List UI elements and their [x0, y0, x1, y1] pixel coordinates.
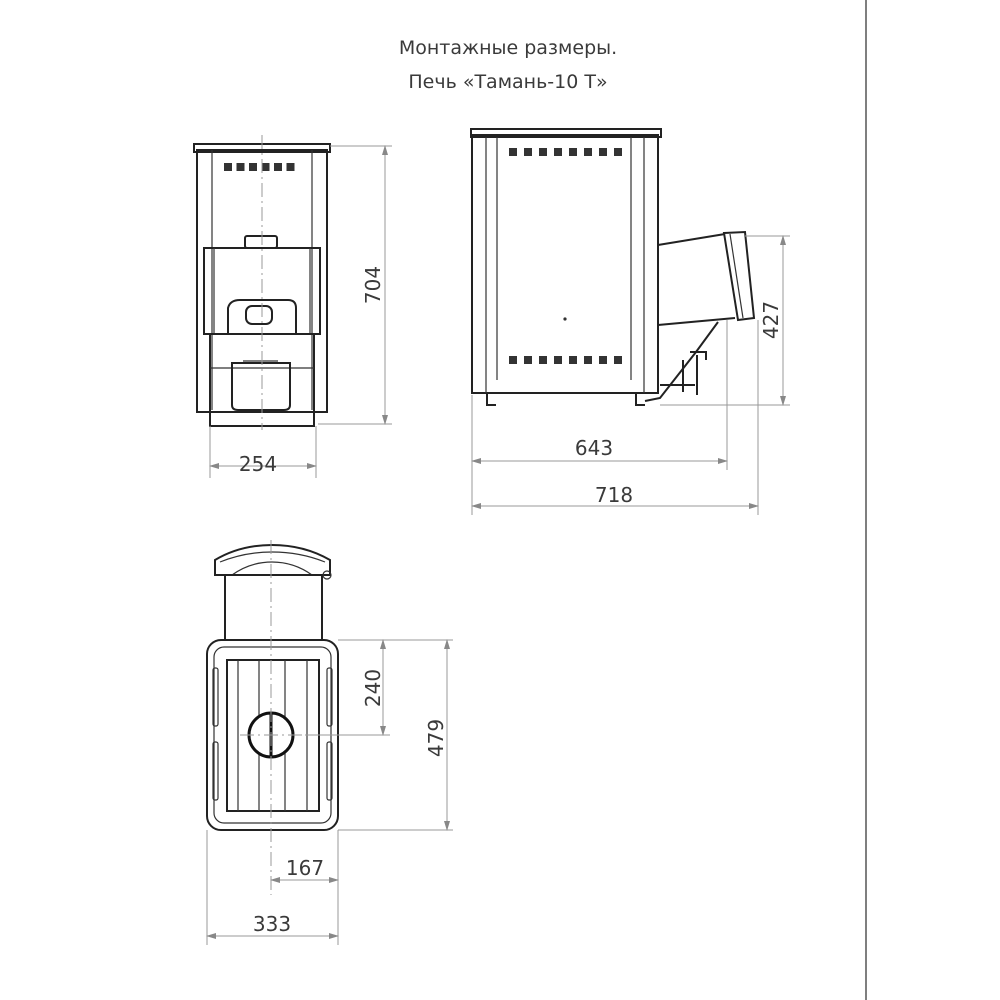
vent-hole	[224, 163, 232, 171]
vent-hole	[554, 356, 562, 364]
vent-hole	[539, 356, 547, 364]
dim-body-depth: 643	[575, 436, 613, 460]
vent-hole	[614, 356, 622, 364]
dim-flue-offset: 240	[361, 669, 385, 707]
vent-hole	[509, 148, 517, 156]
dim-total-depth: 718	[595, 483, 633, 507]
vent-hole	[274, 163, 282, 171]
dim-front-height: 704	[361, 266, 385, 304]
vent-hole	[569, 356, 577, 364]
vent-hole	[509, 356, 517, 364]
top-view	[206, 540, 453, 945]
title-line-2: Печь «Тамань-10 Т»	[408, 71, 607, 93]
title-line-1: Монтажные размеры.	[399, 37, 617, 59]
vent-hole	[554, 148, 562, 156]
vent-hole	[524, 356, 532, 364]
dim-top-width: 333	[253, 912, 291, 936]
dim-front-width: 254	[239, 452, 277, 476]
dim-flue-height: 427	[759, 301, 783, 339]
vent-hole	[599, 148, 607, 156]
vent-hole	[249, 163, 257, 171]
front-view	[193, 135, 392, 478]
vent-hole	[584, 148, 592, 156]
dim-total-length: 479	[424, 719, 448, 757]
vent-hole	[614, 148, 622, 156]
vent-hole	[569, 148, 577, 156]
dim-flue-side: 167	[286, 856, 324, 880]
vent-hole	[524, 148, 532, 156]
vent-hole	[599, 356, 607, 364]
vent-hole	[584, 356, 592, 364]
vent-hole	[236, 163, 245, 171]
vent-hole	[261, 163, 270, 171]
vent-hole	[286, 163, 295, 171]
side-view	[470, 128, 790, 515]
vent-hole	[539, 148, 547, 156]
